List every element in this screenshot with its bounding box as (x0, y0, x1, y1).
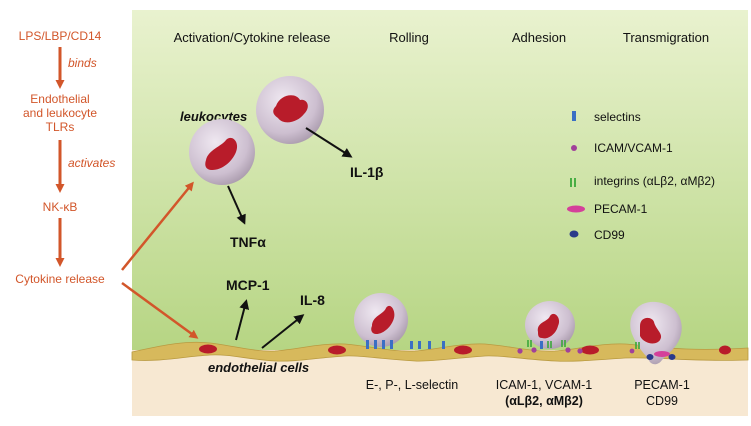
icam-marker (531, 347, 537, 353)
arrow-to-endothelium (121, 281, 199, 339)
selectin-marker (366, 340, 369, 349)
leukocyte-nucleus (537, 313, 560, 339)
selectin-marker (418, 341, 421, 349)
icam-marker (565, 347, 571, 353)
selectin-marker (382, 340, 385, 349)
stage-rolling: Rolling (389, 30, 429, 45)
pathway-step-lps: LPS/LBP/CD14 (19, 29, 102, 43)
endothelial-nuclei (199, 344, 731, 355)
selectin-marker (442, 341, 445, 349)
pathway-verb-binds: binds (68, 56, 97, 70)
legend-label-integrins: integrins (αLβ2, αMβ2) (594, 174, 715, 188)
pathway-step-nfkb: NK-κB (43, 200, 78, 214)
legend: selectins ICAM/VCAM-1 integrins (αLβ2, α… (567, 110, 715, 242)
label-mcp1: MCP-1 (226, 277, 270, 293)
endothelial-nucleus (581, 345, 599, 355)
integrin-marker (635, 342, 640, 349)
leukocyte-nucleus (640, 317, 662, 344)
pecam-icon (567, 205, 585, 213)
endothelial-nucleus (328, 345, 346, 355)
arrow-to-il1b (305, 127, 353, 158)
arrow-to-mcp1 (235, 299, 250, 341)
icam-marker (629, 348, 635, 354)
endothelial-nucleus (199, 344, 217, 354)
rolling-caption: E-, P-, L-selectin (366, 378, 458, 392)
stage-transmigration: Transmigration (623, 30, 709, 45)
selectin-marker (374, 340, 377, 349)
leukocyte-cell (189, 119, 255, 185)
label-il8: IL-8 (300, 292, 325, 308)
label-endothelial-cells: endothelial cells (208, 360, 309, 375)
integrin-marker (561, 340, 566, 347)
label-tnf: TNFα (230, 234, 266, 250)
leukocyte-nucleus (205, 137, 238, 170)
leukocyte-nucleus (371, 305, 395, 334)
integrin-marker (527, 340, 532, 347)
signaling-pathway: LPS/LBP/CD14 binds Endothelial and leuko… (15, 29, 115, 286)
cd99-marker (668, 354, 676, 360)
icam-marker (517, 348, 523, 354)
legend-label-pecam: PECAM-1 (594, 202, 648, 216)
legend-label-cd99: CD99 (594, 228, 625, 242)
transmigrating-leukocyte (630, 301, 682, 365)
adhesion-molecules (517, 340, 583, 354)
arrow-to-tnf (227, 185, 246, 225)
arrow-to-il8 (261, 314, 305, 349)
transmigration-caption-1: PECAM-1 (634, 378, 690, 392)
transmigration-caption-2: CD99 (646, 394, 678, 408)
cd99-icon (569, 230, 579, 238)
arrow-to-leukocyte (121, 181, 194, 271)
endothelial-nucleus (454, 345, 472, 355)
pathway-step-endothelial: Endothelial (30, 92, 89, 106)
icam-icon (571, 145, 577, 151)
pecam-marker (654, 351, 670, 357)
stage-adhesion: Adhesion (512, 30, 566, 45)
legend-label-selectins: selectins (594, 110, 641, 124)
selectin-marker (428, 341, 431, 349)
integrin-icon (570, 178, 576, 187)
label-il1b: IL-1β (350, 164, 384, 180)
leukocyte-nucleus (273, 95, 308, 123)
legend-label-icam: ICAM/VCAM-1 (594, 141, 673, 155)
selectin-marker (540, 341, 543, 349)
endothelial-nucleus (719, 345, 731, 355)
adhering-leukocyte (525, 301, 575, 349)
pathway-verb-activates: activates (68, 156, 115, 170)
adhesion-caption-1: ICAM-1, VCAM-1 (496, 378, 593, 392)
tissue-floor (132, 350, 748, 416)
selectin-marker (390, 340, 393, 349)
pathway-step-cytokine-release: Cytokine release (15, 272, 105, 286)
rolling-leukocyte (354, 293, 408, 347)
integrin-marker (547, 341, 552, 348)
cd99-marker (646, 354, 654, 360)
selectin-markers (366, 340, 445, 349)
icam-marker (577, 348, 583, 354)
adhesion-caption-2: (αLβ2, αMβ2) (505, 394, 583, 408)
selectin-icon (572, 111, 576, 121)
pathway-step-tlrs: TLRs (46, 120, 75, 134)
transmigration-molecules (629, 342, 676, 360)
leukocyte-cell (256, 76, 324, 144)
selectin-marker (410, 341, 413, 349)
stage-activation: Activation/Cytokine release (174, 30, 331, 45)
pathway-step-and-leukocyte: and leukocyte (23, 106, 97, 120)
